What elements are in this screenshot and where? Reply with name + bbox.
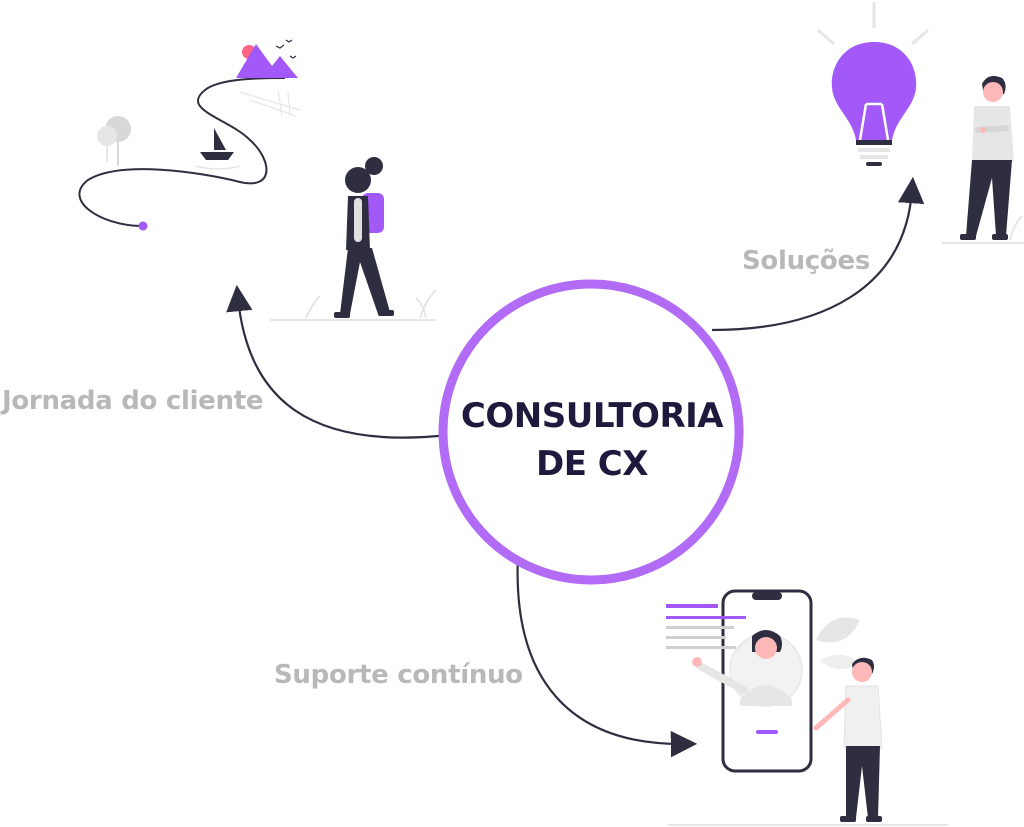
thinking-man-illustration — [942, 76, 1024, 244]
center-circle — [438, 279, 744, 585]
connector-solutions — [711, 176, 925, 332]
center-title-line2: DE CX — [536, 444, 648, 484]
hiker-woman-illustration — [270, 157, 437, 321]
support-agent-avatar — [692, 630, 803, 707]
lightbulb-icon — [817, 2, 929, 166]
center-title-line1: CONSULTORIA — [460, 396, 724, 436]
node-label-journey: Jornada do cliente — [2, 386, 264, 416]
center-title: CONSULTORIA DE CX — [452, 392, 732, 488]
connector-support — [516, 554, 698, 758]
man-pointing-illustration — [668, 657, 948, 826]
node-label-support: Suporte contínuo — [274, 660, 523, 690]
node-label-solutions: Soluções — [742, 246, 870, 276]
landscape-map-illustration — [78, 39, 301, 231]
connector-journey — [226, 284, 449, 439]
